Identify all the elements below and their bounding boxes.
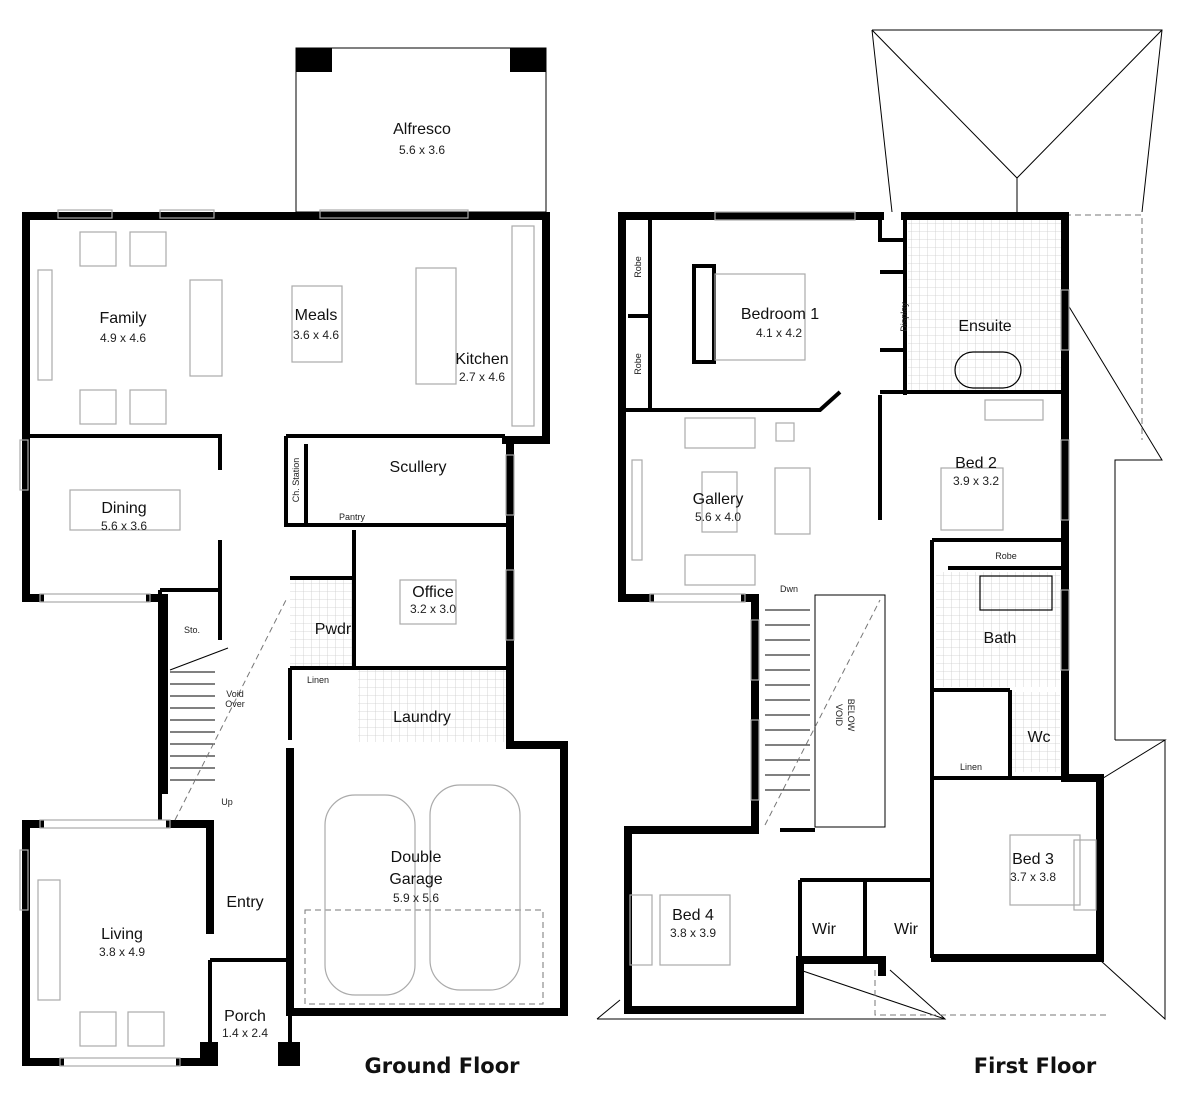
- void-label: Over: [225, 699, 245, 709]
- room-label: Robe: [995, 551, 1017, 561]
- room-label: Bed 3: [1012, 851, 1054, 868]
- room-label: Wir: [812, 921, 837, 938]
- room-label: Meals: [295, 307, 338, 324]
- stairs: [169, 599, 287, 821]
- room-size: 3.8 x 3.9: [670, 926, 716, 940]
- void-label: VOID: [834, 704, 844, 727]
- room-label: Bed 4: [672, 907, 714, 924]
- first-floor-plan: Robe Robe Bedroom 1 4.1 x 4.2 Display En…: [596, 29, 1167, 1078]
- windows: [19, 209, 515, 1067]
- room-label: Double: [391, 849, 442, 866]
- room-label: Family: [99, 310, 146, 327]
- wc-tiles: [1012, 692, 1060, 772]
- room-label: Pwdr: [315, 621, 352, 638]
- room-label: Dining: [101, 500, 146, 517]
- bedhead: [692, 264, 716, 364]
- room-size: 4.9 x 4.6: [100, 331, 146, 345]
- room-label: Linen: [960, 762, 982, 772]
- furniture: [629, 273, 1097, 966]
- room-size: 5.6 x 4.0: [695, 510, 741, 524]
- room-size: 3.6 x 4.6: [293, 328, 339, 342]
- interior-wall: [26, 434, 222, 590]
- room-label: Bed 2: [955, 455, 997, 472]
- room-size: 3.2 x 3.0: [410, 602, 456, 616]
- room-label: Linen: [307, 675, 329, 685]
- room-size: 5.9 x 5.6: [393, 891, 439, 905]
- room-size: 3.9 x 3.2: [953, 474, 999, 488]
- interior-wall: [284, 434, 510, 670]
- bath-tiles: [936, 572, 1060, 687]
- room-label: Bedroom 1: [741, 306, 819, 323]
- room-label: Gallery: [693, 491, 744, 508]
- ensuite-tiles: [908, 218, 1062, 394]
- room-size: 5.6 x 3.6: [101, 519, 147, 533]
- room-size: 5.6 x 3.6: [399, 143, 445, 157]
- void-label: BELOW: [846, 699, 856, 732]
- room-size: 1.4 x 2.4: [222, 1026, 268, 1040]
- interior-wall: [930, 538, 1065, 958]
- room-label: Garage: [389, 871, 442, 888]
- room-label: Sto.: [184, 625, 200, 635]
- laundry-tiles: [358, 670, 508, 742]
- room-label: Laundry: [393, 709, 451, 726]
- ground-floor-title: Ground Floor: [364, 1054, 520, 1078]
- outer-wall: [22, 212, 550, 444]
- roof-outline: [596, 29, 1167, 1021]
- outer-wall: [22, 820, 214, 1066]
- post: [200, 1042, 218, 1066]
- void-label: Void: [226, 689, 244, 699]
- room-label: Pantry: [339, 512, 366, 522]
- room-label: Robe: [633, 353, 643, 375]
- room-label: Wc: [1027, 729, 1050, 746]
- room-label: Entry: [226, 894, 263, 911]
- room-label: Ensuite: [958, 318, 1011, 335]
- outer-wall: [22, 212, 168, 794]
- robe-wall: [628, 216, 652, 410]
- powder-tiles: [290, 580, 352, 666]
- first-floor-title: First Floor: [974, 1054, 1097, 1078]
- ground-floor-plan: Alfresco 5.6 x 3.6 Family 4.9 x 4.6 Meal…: [19, 47, 568, 1078]
- room-size: 3.8 x 4.9: [99, 945, 145, 959]
- room-label: Kitchen: [455, 351, 508, 368]
- furniture: [37, 225, 544, 1047]
- interior-wall: [622, 216, 1065, 520]
- room-label: Porch: [224, 1008, 266, 1025]
- room-label: Scullery: [390, 459, 447, 476]
- outer-wall: [618, 212, 1104, 962]
- stairs-label: Dwn: [780, 584, 798, 594]
- interior-wall: [780, 828, 930, 958]
- room-label: Robe: [633, 256, 643, 278]
- room-label: Display: [899, 302, 909, 332]
- room-label: Bath: [984, 630, 1017, 647]
- stairs-label: Up: [221, 797, 233, 807]
- room-label: Living: [101, 926, 143, 943]
- post: [510, 48, 546, 72]
- room-label: Wir: [894, 921, 919, 938]
- room-size: 4.1 x 4.2: [756, 326, 802, 340]
- outer-wall: [22, 820, 214, 934]
- stairs: [764, 599, 881, 826]
- windows: [649, 211, 1070, 801]
- post: [296, 48, 332, 72]
- interior-wall: [158, 588, 292, 820]
- void-outline: [814, 594, 886, 828]
- outer-wall: [796, 956, 886, 976]
- room-size: 3.7 x 3.8: [1010, 870, 1056, 884]
- outer-wall: [618, 212, 804, 1014]
- post: [278, 1042, 300, 1066]
- room-label: Alfresco: [393, 121, 451, 138]
- room-label: Office: [412, 584, 454, 601]
- room-size: 2.7 x 4.6: [459, 370, 505, 384]
- room-label: Ch. Station: [291, 458, 301, 503]
